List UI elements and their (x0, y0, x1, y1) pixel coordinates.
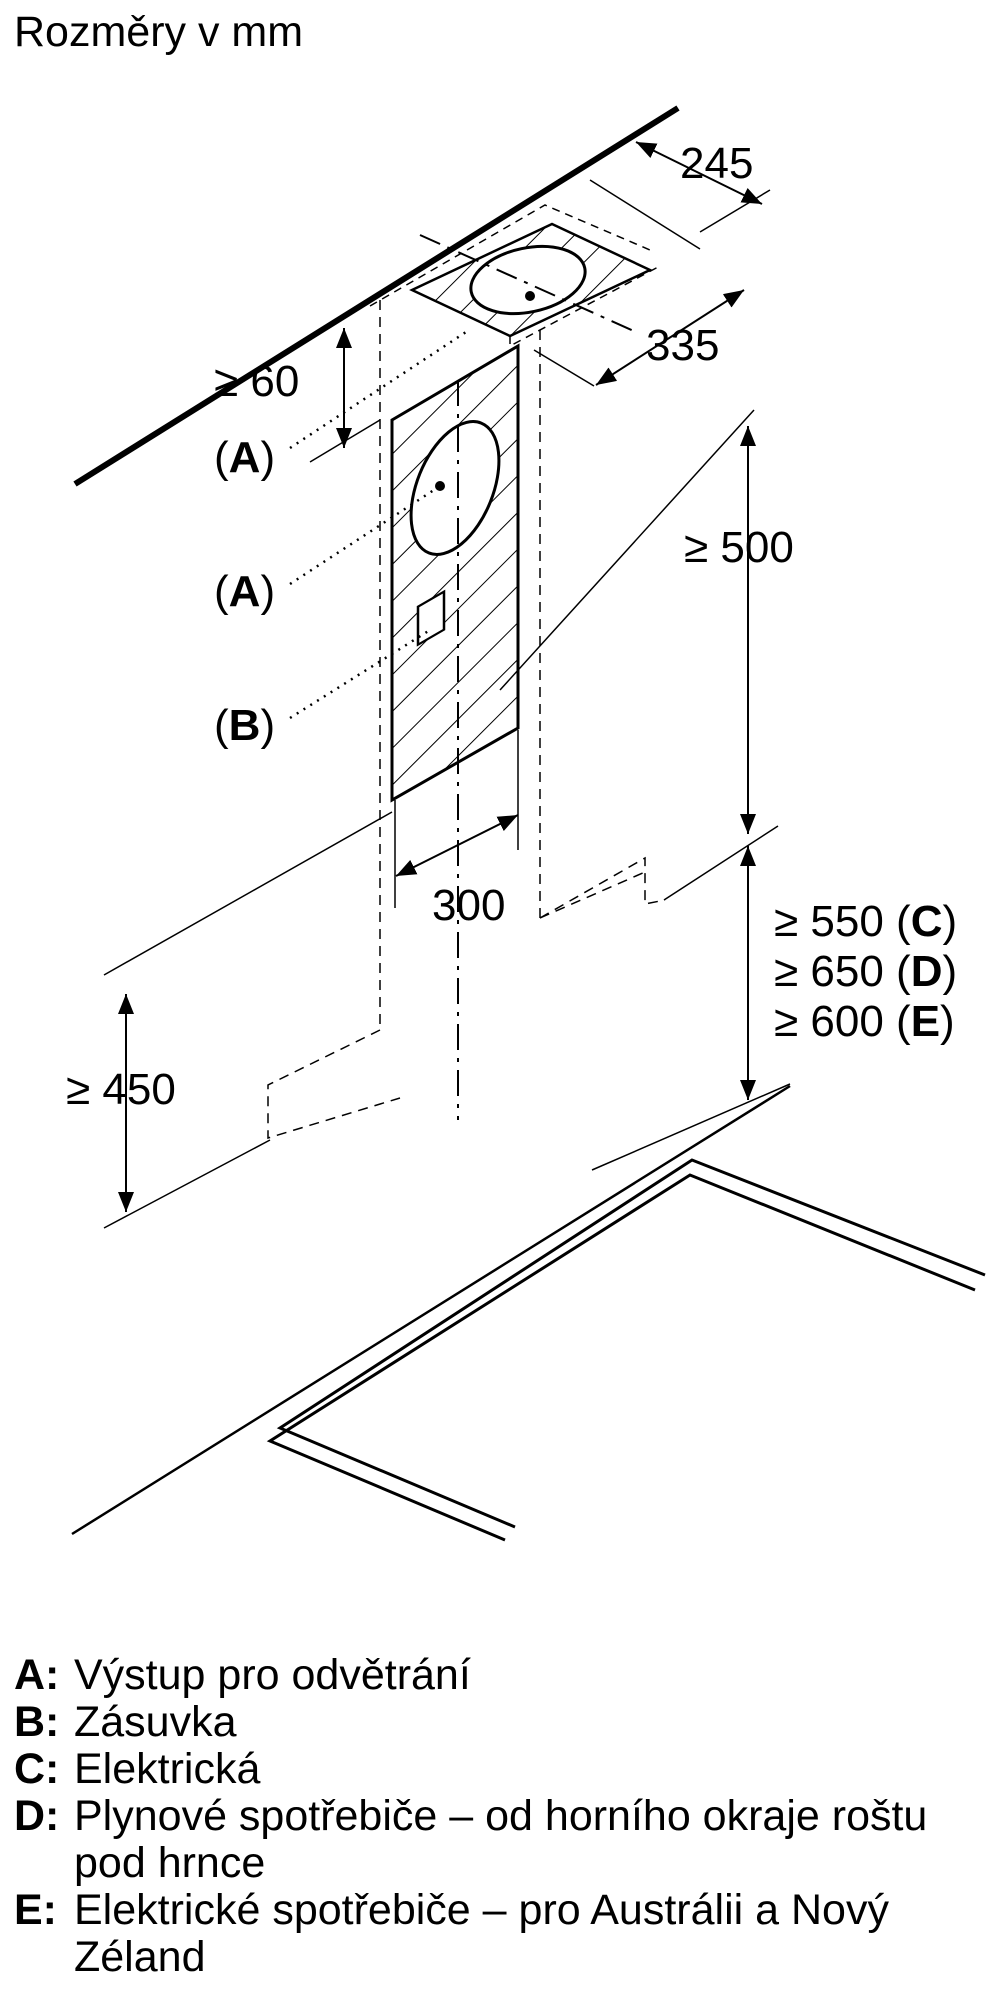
legend-text: Plynové spotřebiče – od horního okraje r… (74, 1792, 928, 1887)
dim-ge-600-e: ≥ 600 (E) (774, 997, 955, 1046)
legend-text: Výstup pro odvětrání (74, 1651, 471, 1699)
svg-text:(B): (B) (214, 701, 275, 750)
legend-item: B: Zásuvka (14, 1699, 934, 1746)
diagram-title: Rozměry v mm (14, 8, 304, 56)
cooktop (71, 1084, 986, 1542)
svg-text:(A): (A) (214, 567, 275, 616)
ceiling-cutout (409, 222, 653, 338)
callout-a-wall: (A) (214, 567, 275, 616)
legend-key: B: (14, 1698, 60, 1746)
installation-diagram: 245 335 ≥ 60 300 ≥ 500 ≥ 450 (66, 105, 986, 1542)
wall-hatched-area (390, 343, 520, 1120)
legend-item: E: Elektrické spotřebiče – pro Austrálii … (14, 1887, 934, 1981)
dim-ge-60: ≥ 60 (214, 357, 299, 406)
legend-key: E: (14, 1886, 57, 1934)
dim-ge-650-d: ≥ 650 (D) (774, 947, 957, 996)
dim-ge-500: ≥ 500 (684, 523, 794, 572)
dim-ge-450: ≥ 450 (66, 1065, 176, 1114)
legend-text: Elektrická (74, 1745, 261, 1793)
legend-key: C: (14, 1745, 60, 1793)
dim-ge-550-c: ≥ 550 (C) (774, 897, 957, 946)
legend: A: Výstup pro odvětrání B: Zásuvka C: Elekt… (14, 1652, 934, 1981)
legend-item: C: Elektrická (14, 1746, 934, 1793)
callout-a-ceiling: (A) (214, 433, 275, 482)
dim-300: 300 (432, 881, 505, 930)
callout-b-socket: (B) (214, 701, 275, 750)
legend-key: D: (14, 1792, 60, 1840)
dim-335: 335 (646, 321, 719, 370)
dim-245: 245 (680, 139, 753, 188)
legend-item: D: Plynové spotřebiče – od horního okraje… (14, 1793, 934, 1887)
ceiling-line (73, 105, 680, 487)
svg-text:(A): (A) (214, 433, 275, 482)
legend-text: Elektrické spotřebiče – pro Austrálii a … (74, 1886, 889, 1981)
legend-key: A: (14, 1651, 60, 1699)
legend-item: A: Výstup pro odvětrání (14, 1652, 934, 1699)
legend-text: Zásuvka (74, 1698, 237, 1746)
